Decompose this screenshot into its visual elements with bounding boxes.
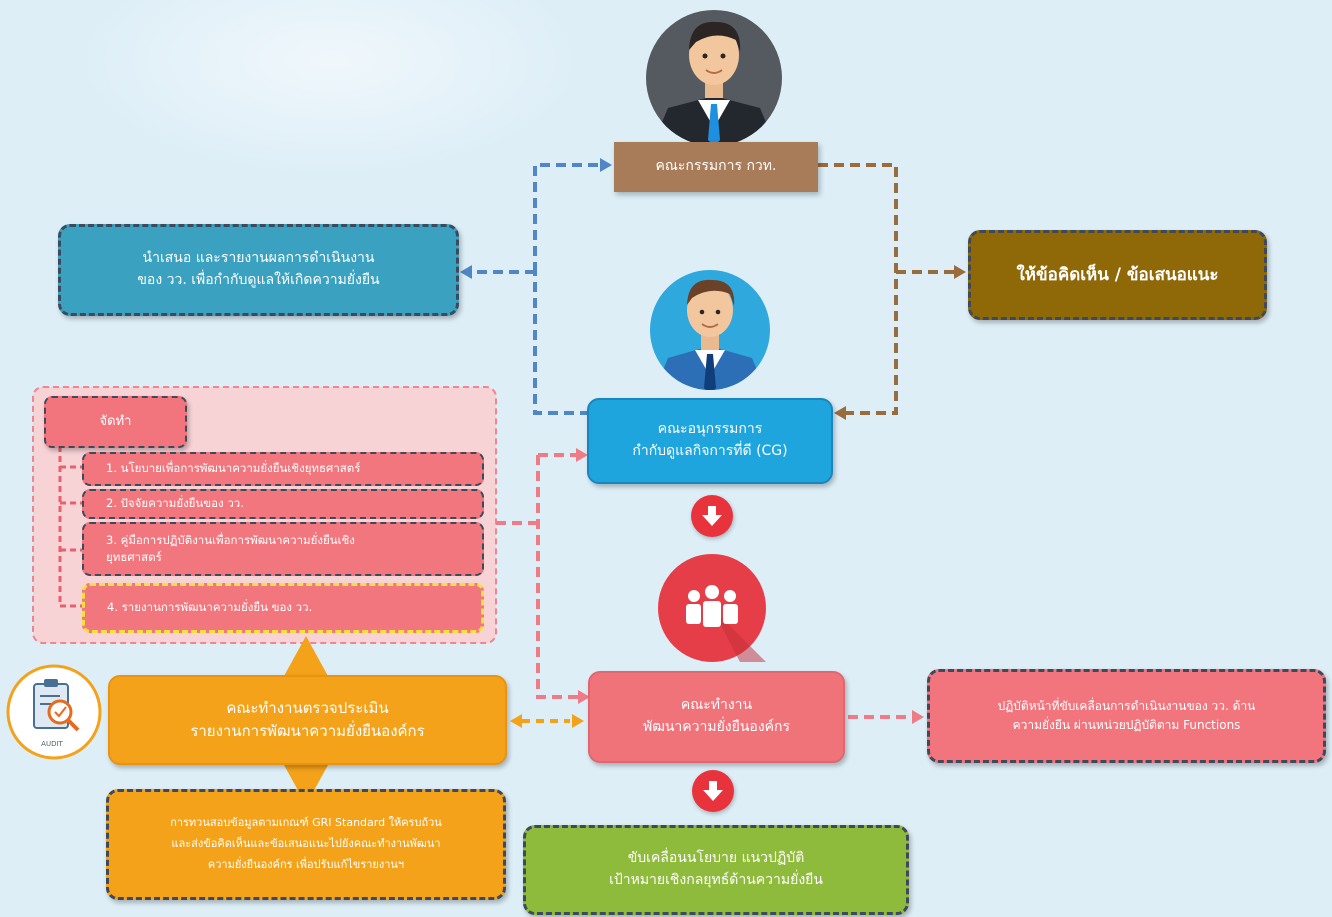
review-team-box: คณะทำงานตรวจประเมิน รายงานการพัฒนาความยั…	[108, 675, 507, 765]
review-note-line-3: ความยั่งยืนองค์กร เพื่อปรับแก้ไขรายงานฯ	[207, 857, 405, 871]
prepare-bracket	[58, 446, 82, 608]
arrowhead-to-working-group	[578, 690, 590, 704]
prepare-item-3: 3. คู่มือการปฏิบัติงานเพื่อการพัฒนาความย…	[82, 522, 484, 576]
board-box: คณะกรรมการ กวท.	[614, 142, 818, 192]
duty-line-2: ความยั่งยืน ผ่านหน่วยปฏิบัติตาม Function…	[1012, 718, 1241, 732]
review-team-line-1: คณะทำงานตรวจประเมิน	[226, 698, 389, 717]
advice-box: ให้ข้อคิดเห็น / ข้อเสนอแนะ	[968, 230, 1267, 320]
duty-box: ปฏิบัติหน้าที่ขับเคลื่อนการดำเนินงานของ …	[927, 669, 1326, 763]
subcommittee-member-avatar	[650, 270, 770, 390]
prepare-item-4: 4. รายงานการพัฒนาความยั่งยืน ของ วว.	[82, 583, 484, 633]
working-group-line-2: พัฒนาความยั่งยืนองค์กร	[642, 719, 791, 735]
review-team-line-2: รายงานการพัฒนาความยั่งยืนองค์กร	[190, 722, 425, 740]
subcommittee-line-1: คณะอนุกรรมการ	[657, 421, 763, 438]
subcommittee-line-2: กำกับดูแลกิจการที่ดี (CG)	[632, 443, 788, 459]
arrowhead-orange-right	[572, 714, 584, 728]
arrowhead-to-report	[460, 265, 472, 279]
board-label: คณะกรรมการ กวท.	[655, 158, 777, 175]
arrowhead-to-subcommittee-pink	[576, 448, 588, 462]
report-line-1: นำเสนอ และรายงานผลการดำเนินงาน	[142, 250, 375, 267]
prepare-item-2: 2. ปัจจัยความยั่งยืนของ วว.	[82, 489, 484, 519]
working-group-box: คณะทำงาน พัฒนาความยั่งยืนองค์กร	[588, 671, 845, 763]
audit-label: AUDIT	[41, 740, 63, 748]
arrowhead-to-board	[600, 158, 612, 172]
arrowhead-orange-left	[510, 714, 522, 728]
team-people-icon	[658, 554, 766, 662]
arrowhead-to-subcommittee	[834, 406, 846, 420]
advice-label: ให้ข้อคิดเห็น / ข้อเสนอแนะ	[1016, 264, 1219, 285]
report-box: นำเสนอ และรายงานผลการดำเนินงาน ของ วว. เ…	[58, 224, 459, 316]
prepare-item-3-label-cont: ยุทธศาสตร์	[106, 550, 162, 564]
prepare-item-2-label: 2. ปัจจัยความยั่งยืนของ วว.	[106, 496, 244, 511]
duty-line-1: ปฏิบัติหน้าที่ขับเคลื่อนการดำเนินงานของ …	[997, 699, 1256, 714]
board-member-avatar	[646, 10, 782, 146]
prepare-item-4-label: 4. รายงานการพัฒนาความยั่งยืน ของ วว.	[107, 600, 313, 615]
down-arrow-icon	[691, 495, 733, 537]
review-note-line-1: การทวนสอบข้อมูลตามเกณฑ์ GRI Standard ให้…	[170, 816, 442, 830]
policy-line-2: เป้าหมายเชิงกลยุทธ์ด้านความยั่งยืน	[609, 872, 823, 888]
prepare-title-box: จัดทำ	[44, 396, 187, 448]
arrowhead-to-duty	[912, 710, 924, 724]
arrowhead-to-advice	[954, 265, 966, 279]
subcommittee-box: คณะอนุกรรมการ กำกับดูแลกิจการที่ดี (CG)	[587, 398, 833, 484]
connector-pink	[496, 453, 912, 719]
prepare-item-1-label: 1. นโยบายเพื่อการพัฒนาความยั่งยืนเชิงยุท…	[106, 461, 361, 476]
report-line-2: ของ วว. เพื่อกำกับดูแลให้เกิดความยั่งยืน	[137, 272, 380, 288]
policy-line-1: ขับเคลื่อนนโยบาย แนวปฏิบัติ	[627, 850, 805, 867]
triangle-up-to-prepare	[284, 636, 328, 676]
prepare-item-3-label: 3. คู่มือการปฏิบัติงานเพื่อการพัฒนาความย…	[106, 532, 355, 547]
down-arrow-icon	[692, 770, 734, 812]
connector-brown	[818, 163, 955, 415]
triangle-down-to-note	[284, 765, 328, 805]
audit-clipboard-icon: AUDIT	[6, 664, 102, 760]
connector-blue	[472, 163, 606, 415]
working-group-line-1: คณะทำงาน	[680, 697, 753, 714]
prepare-item-1: 1. นโยบายเพื่อการพัฒนาความยั่งยืนเชิงยุท…	[82, 452, 484, 486]
review-note-line-2: และส่งข้อคิดเห็นและข้อเสนอแนะไปยังคณะทำง…	[171, 837, 441, 851]
policy-box: ขับเคลื่อนนโยบาย แนวปฏิบัติ เป้าหมายเชิง…	[523, 825, 909, 915]
prepare-title: จัดทำ	[99, 413, 132, 429]
review-note-box: การทวนสอบข้อมูลตามเกณฑ์ GRI Standard ให้…	[106, 789, 506, 900]
